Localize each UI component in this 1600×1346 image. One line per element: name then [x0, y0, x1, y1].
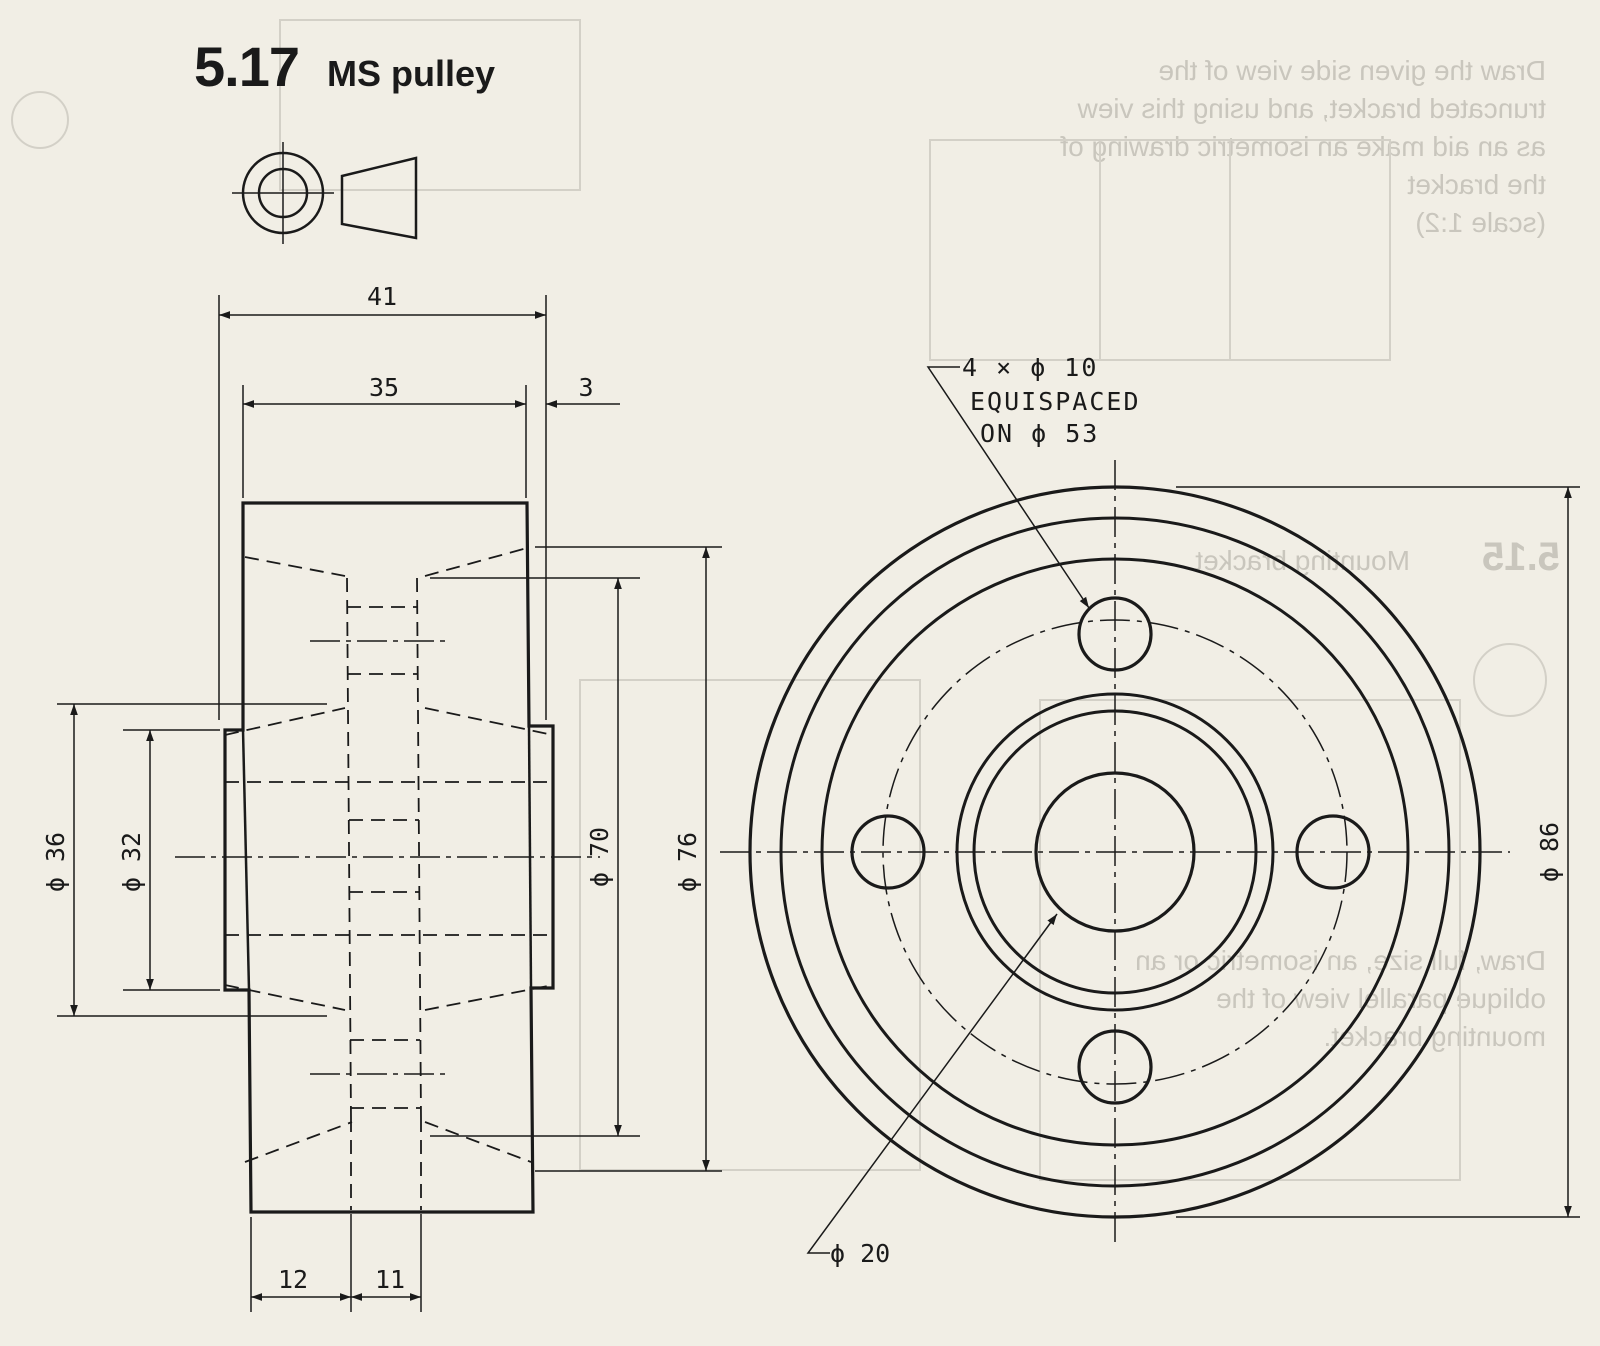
hidden-lines	[224, 547, 554, 1210]
ghost-heading-number: 5.15	[1482, 535, 1560, 579]
front-view: 41 35 3 12 11 ϕ 36 ϕ 32 ϕ 70 ϕ 76	[41, 282, 722, 1312]
hole-note-leader	[926, 366, 1090, 609]
show-through-mirrored: Draw the given side view of the truncate…	[1060, 55, 1560, 1052]
front-center-lines	[175, 640, 600, 1075]
projection-symbol	[232, 142, 418, 244]
dim-hub-mid-step: 11	[375, 1265, 405, 1294]
front-extension-lines	[57, 295, 722, 1312]
dim-rim-width: 35	[369, 373, 399, 402]
hole-note-line-3: ON ϕ 53	[980, 419, 1099, 448]
side-center-lines	[720, 460, 1510, 1245]
side-view: ϕ 86 4 × ϕ 10 EQUISPACED ON ϕ 53 ϕ 20	[720, 353, 1580, 1268]
dim-hub-dia-outer: ϕ 36	[41, 832, 70, 892]
dim-hub-left-step: 12	[278, 1265, 308, 1294]
dim-web-dia-b: ϕ 76	[673, 832, 702, 892]
dim-outer-dia: ϕ 86	[1535, 822, 1564, 882]
ghost-lines	[11, 19, 1547, 1181]
dim-bore-dia: ϕ 20	[830, 1239, 890, 1268]
hole-note-line-1: 4 × ϕ 10	[962, 353, 1098, 382]
exercise-heading: 5.17 MS pulley	[194, 34, 495, 99]
dim-web-dia-a: ϕ 70	[585, 827, 614, 887]
ghost-text-line-1: Draw the given side view of the	[1158, 55, 1546, 86]
ghost-heading-title: Mounting bracket	[1195, 545, 1410, 576]
ghost-text-line-4: the bracket	[1407, 169, 1546, 200]
bore-leader	[806, 913, 1058, 1254]
front-dimension-lines	[70, 311, 710, 1301]
dim-hub-dia-inner: ϕ 32	[117, 832, 146, 892]
exercise-title: MS pulley	[327, 53, 496, 94]
hole-note-line-2: EQUISPACED	[970, 387, 1141, 416]
ghost-text-line-3: as an aid make an isometric drawing of	[1060, 131, 1546, 162]
ghost-text-line-7: oblique parallel view of the	[1216, 983, 1546, 1014]
ghost-text-line-5: (scale 1:2)	[1415, 207, 1546, 238]
outer-dia-dimension	[1176, 486, 1580, 1218]
ghost-text-line-2: truncated bracket, and using this view	[1077, 93, 1546, 124]
dim-overall-width: 41	[367, 282, 397, 311]
dim-hub-projection: 3	[578, 373, 593, 402]
exercise-number: 5.17	[194, 35, 300, 98]
